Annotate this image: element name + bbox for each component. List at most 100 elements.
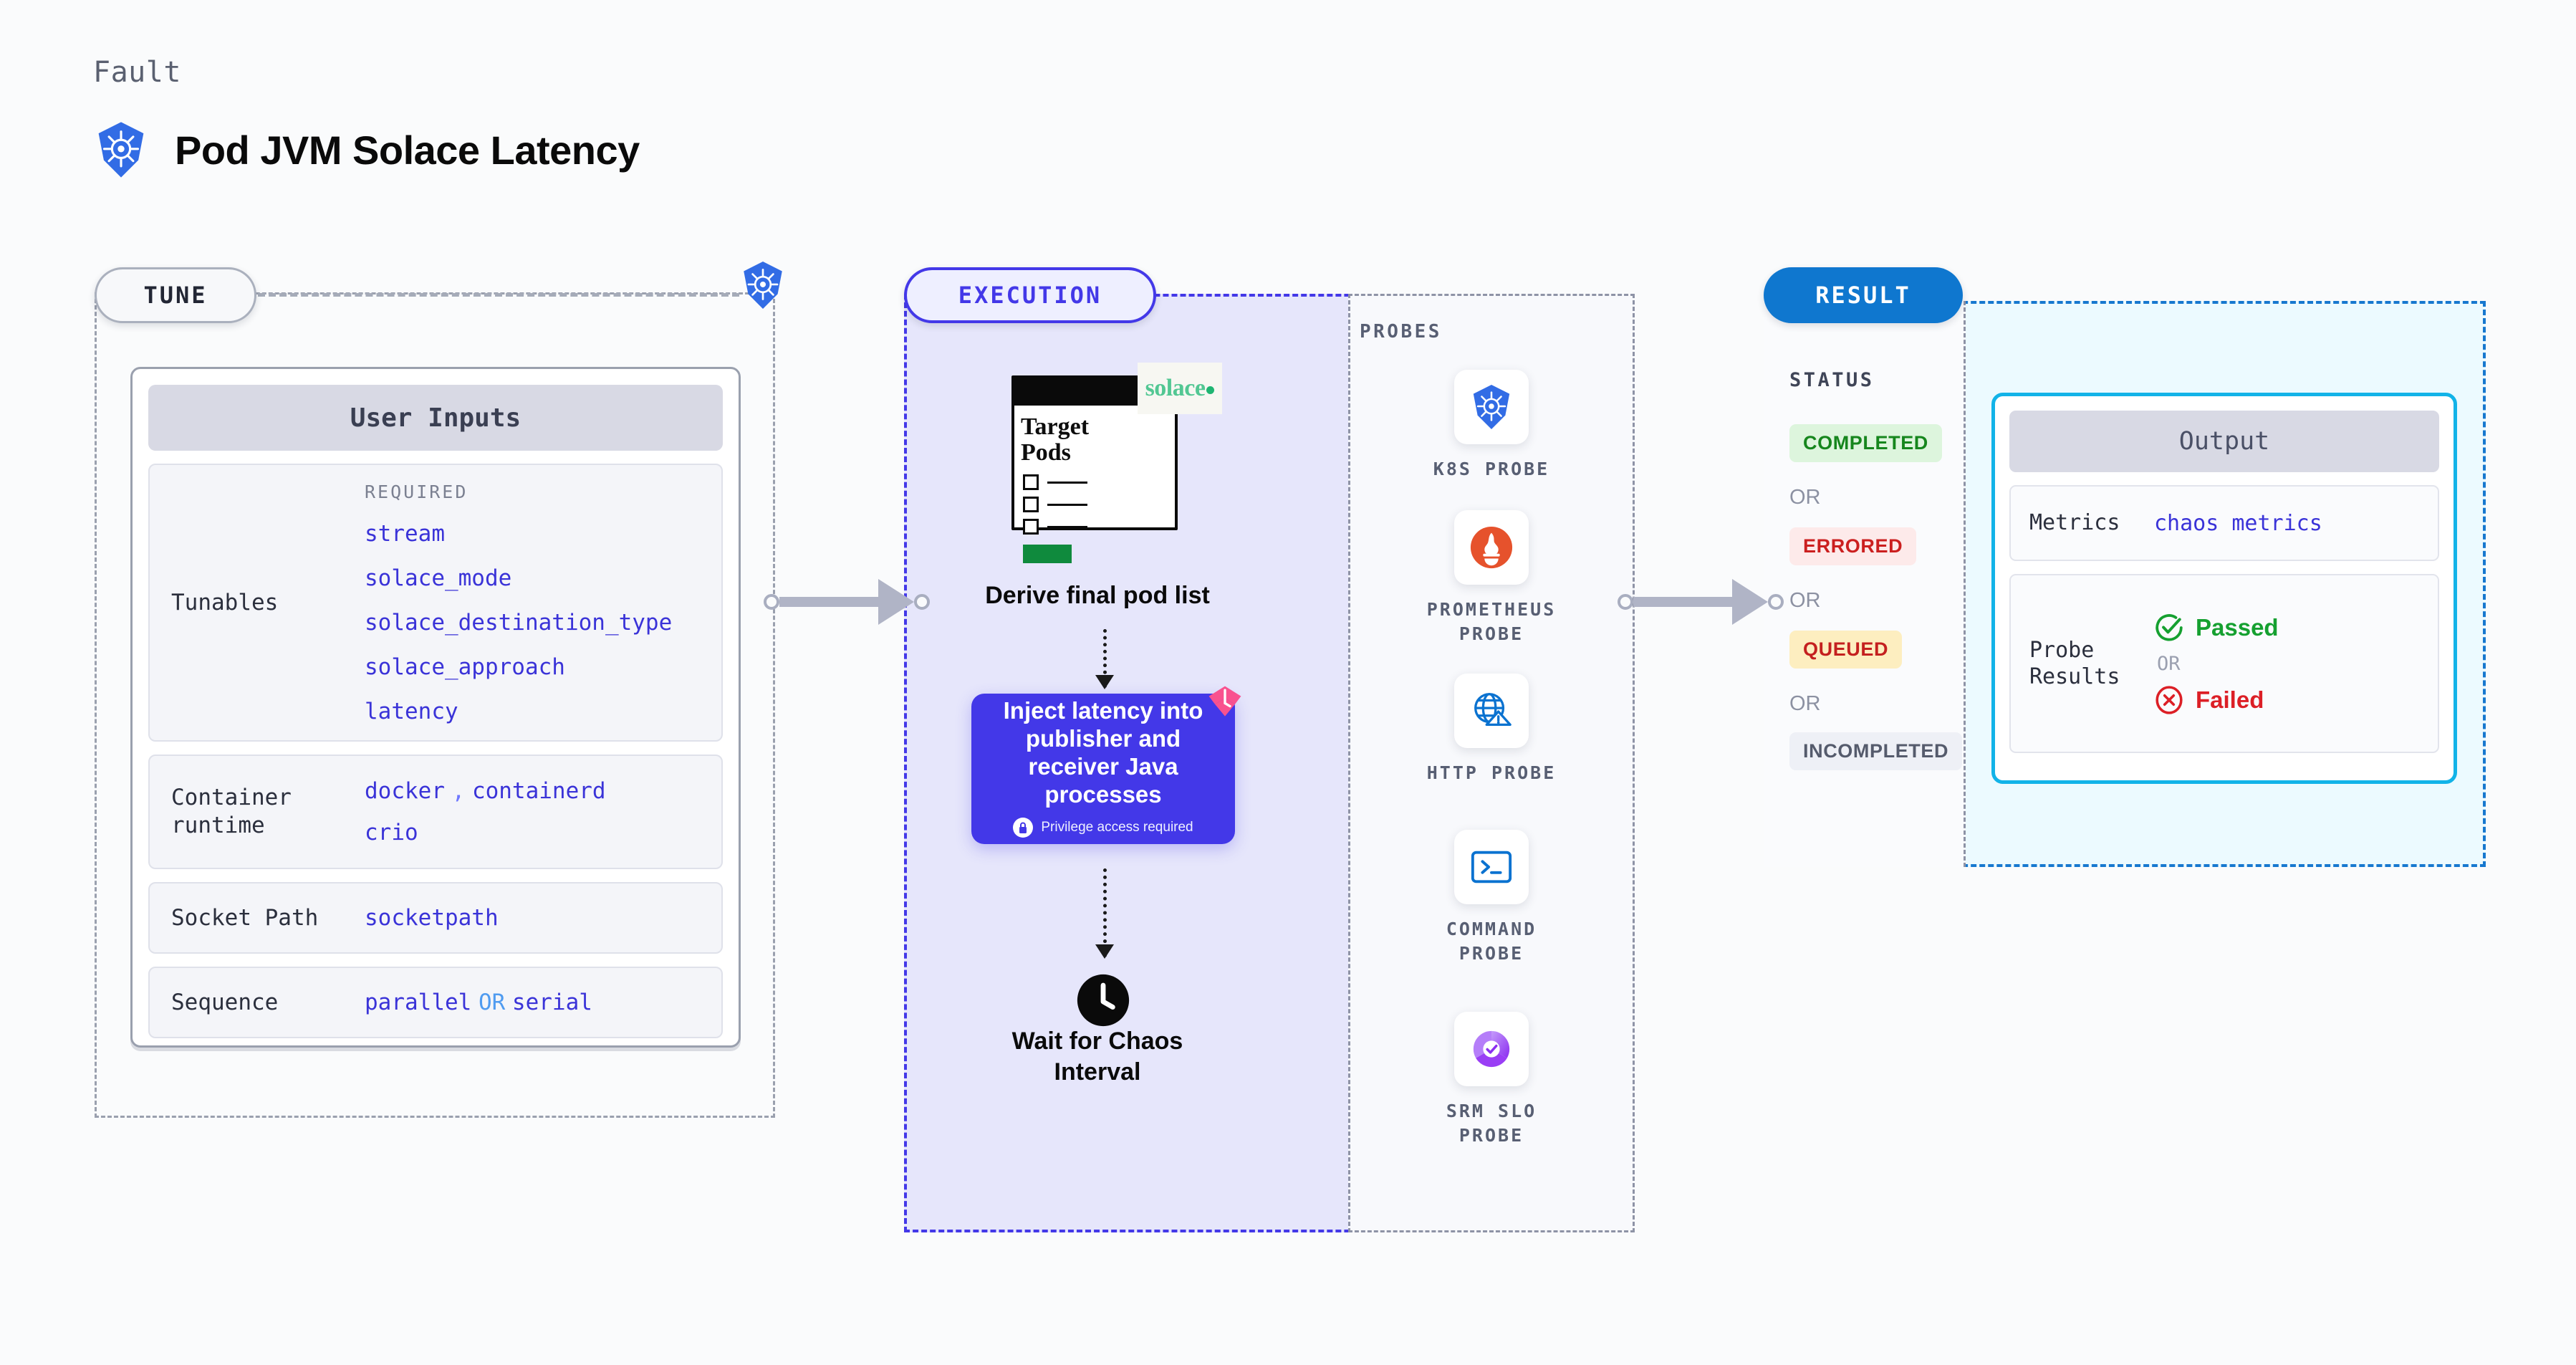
kubernetes-icon bbox=[1473, 385, 1510, 429]
probe-result-failed: Failed bbox=[2154, 685, 2279, 715]
runtime-crio[interactable]: crio bbox=[365, 820, 418, 846]
connector-end-dot bbox=[1768, 594, 1784, 610]
tunable-stream[interactable]: stream bbox=[365, 520, 445, 547]
sequence-serial[interactable]: serial bbox=[511, 990, 592, 1015]
sequence-values: parallel OR serial bbox=[365, 990, 721, 1015]
page-kicker: Fault bbox=[93, 56, 181, 89]
runtime-docker[interactable]: docker bbox=[365, 778, 445, 804]
socket-path-row: Socket Path socketpath bbox=[148, 882, 723, 954]
metrics-value[interactable]: chaos metrics bbox=[2154, 510, 2322, 536]
probe-srm-slo[interactable]: SRM SLO PROBE bbox=[1413, 1012, 1570, 1148]
probe-tile bbox=[1454, 830, 1529, 904]
connector-start-dot bbox=[1618, 594, 1633, 610]
solace-logo-text: solace bbox=[1145, 375, 1206, 401]
status-caption: STATUS bbox=[1789, 369, 1875, 391]
probe-results-label: Probe Results bbox=[2011, 637, 2154, 691]
lock-icon bbox=[1013, 817, 1034, 838]
probe-label: PROMETHEUS PROBE bbox=[1413, 598, 1570, 646]
runtime-containerd[interactable]: containerd bbox=[471, 778, 606, 804]
page-header: Pod JVM Solace Latency bbox=[93, 120, 640, 179]
target-pods-title-line1: Target bbox=[1021, 413, 1090, 440]
tune-connector-dots bbox=[258, 293, 739, 297]
user-inputs-title: User Inputs bbox=[148, 385, 723, 451]
probe-result-or: OR bbox=[2157, 652, 2181, 675]
kubernetes-icon bbox=[744, 262, 782, 309]
probe-label: SRM SLO PROBE bbox=[1413, 1099, 1570, 1148]
socket-path-label: Socket Path bbox=[171, 904, 319, 931]
connector-arrowhead bbox=[878, 579, 914, 625]
probe-prometheus[interactable]: PROMETHEUS PROBE bbox=[1413, 510, 1570, 646]
flow-arrow-1 bbox=[1095, 629, 1114, 689]
privilege-note: Privilege access required bbox=[1013, 817, 1193, 838]
execution-section-tab[interactable]: EXECUTION bbox=[904, 267, 1156, 323]
probe-label-line2: PROBE bbox=[1458, 623, 1524, 644]
inject-latency-step: Inject latency into publisher and receiv… bbox=[971, 686, 1241, 844]
container-runtime-label: Container runtime bbox=[150, 784, 365, 840]
probe-result-failed-label: Failed bbox=[2196, 686, 2264, 713]
privilege-note-text: Privilege access required bbox=[1041, 819, 1193, 835]
tunable-solace-destination-type[interactable]: solace_destination_type bbox=[365, 609, 673, 636]
status-badge-completed: COMPLETED bbox=[1789, 424, 1942, 462]
probe-result-passed-label: Passed bbox=[2196, 613, 2279, 641]
page-title: Pod JVM Solace Latency bbox=[175, 127, 640, 173]
status-or-1: OR bbox=[1789, 486, 1821, 509]
target-pods-title-line2: Pods bbox=[1021, 439, 1071, 466]
target-pods-list bbox=[1023, 474, 1087, 541]
tunables-values: REQUIRED stream solace_mode solace_desti… bbox=[365, 482, 721, 724]
inject-latency-caption: Inject latency into publisher and receiv… bbox=[1003, 697, 1203, 808]
tune-section-tab[interactable]: TUNE bbox=[95, 267, 256, 323]
connector-arrowhead bbox=[1732, 579, 1768, 625]
container-runtime-values: docker , containerd crio bbox=[365, 778, 721, 846]
terminal-icon bbox=[1471, 851, 1512, 883]
clock-icon bbox=[1077, 974, 1130, 1027]
status-badge-queued: QUEUED bbox=[1789, 631, 1903, 669]
sequence-parallel[interactable]: parallel bbox=[365, 990, 472, 1015]
probe-k8s[interactable]: K8S PROBE bbox=[1413, 370, 1570, 482]
probe-label-line1: SRM SLO bbox=[1446, 1101, 1537, 1121]
flow-arrow-2 bbox=[1095, 868, 1114, 959]
probe-results-row: Probe Results Passed OR Fai bbox=[2009, 574, 2439, 753]
probe-http[interactable]: HTTP PROBE bbox=[1413, 674, 1570, 785]
probes-caption: PROBES bbox=[1360, 321, 1442, 343]
metrics-label: Metrics bbox=[2029, 510, 2120, 536]
probe-tile bbox=[1454, 1012, 1529, 1086]
x-circle-icon bbox=[2156, 685, 2183, 714]
output-title: Output bbox=[2009, 411, 2439, 472]
step-caption-derive-pod-list: Derive final pod list bbox=[985, 582, 1210, 609]
tunables-row: Tunables REQUIRED stream solace_mode sol… bbox=[148, 464, 723, 742]
probe-tile bbox=[1454, 370, 1529, 444]
probe-command[interactable]: COMMAND PROBE bbox=[1413, 830, 1570, 966]
solace-logo: solace bbox=[1138, 363, 1222, 414]
probe-results-values: Passed OR Failed bbox=[2154, 613, 2279, 715]
connector-tune-to-execution bbox=[764, 579, 930, 625]
socket-path-value[interactable]: socketpath bbox=[365, 905, 499, 931]
metrics-row: Metrics chaos metrics bbox=[2009, 485, 2439, 561]
runtime-separator: , bbox=[451, 778, 466, 804]
chaos-ribbon-icon bbox=[1208, 686, 1241, 717]
sequence-row: Sequence parallel OR serial bbox=[148, 967, 723, 1038]
tunable-solace-approach[interactable]: solace_approach bbox=[365, 653, 565, 680]
prometheus-icon bbox=[1470, 526, 1513, 569]
solace-logo-dot bbox=[1206, 386, 1215, 394]
required-caption: REQUIRED bbox=[365, 481, 468, 502]
probe-label: COMMAND PROBE bbox=[1413, 917, 1570, 966]
probe-results-label-line1: Probe bbox=[2029, 637, 2095, 663]
sequence-label: Sequence bbox=[171, 989, 279, 1015]
status-or-2: OR bbox=[1789, 589, 1821, 612]
connector-start-dot bbox=[764, 594, 779, 610]
sequence-separator: OR bbox=[478, 990, 506, 1015]
probe-results-label-line2: Results bbox=[2029, 664, 2120, 689]
status-badge-incompleted: INCOMPLETED bbox=[1789, 732, 1963, 770]
tunable-solace-mode[interactable]: solace_mode bbox=[365, 565, 512, 591]
container-runtime-label-line1: Container bbox=[171, 785, 292, 811]
probe-label-line2: PROBE bbox=[1458, 942, 1524, 964]
user-inputs-card: User Inputs Tunables REQUIRED stream sol… bbox=[130, 367, 741, 1048]
tunable-latency[interactable]: latency bbox=[365, 698, 458, 724]
probe-label: K8S PROBE bbox=[1433, 459, 1550, 479]
target-pods-highlight-bar bbox=[1023, 545, 1072, 563]
result-status-column bbox=[1764, 301, 1966, 867]
probe-tile bbox=[1454, 674, 1529, 748]
result-section-tab[interactable]: RESULT bbox=[1764, 267, 1963, 323]
connector-execution-to-result bbox=[1618, 579, 1784, 625]
